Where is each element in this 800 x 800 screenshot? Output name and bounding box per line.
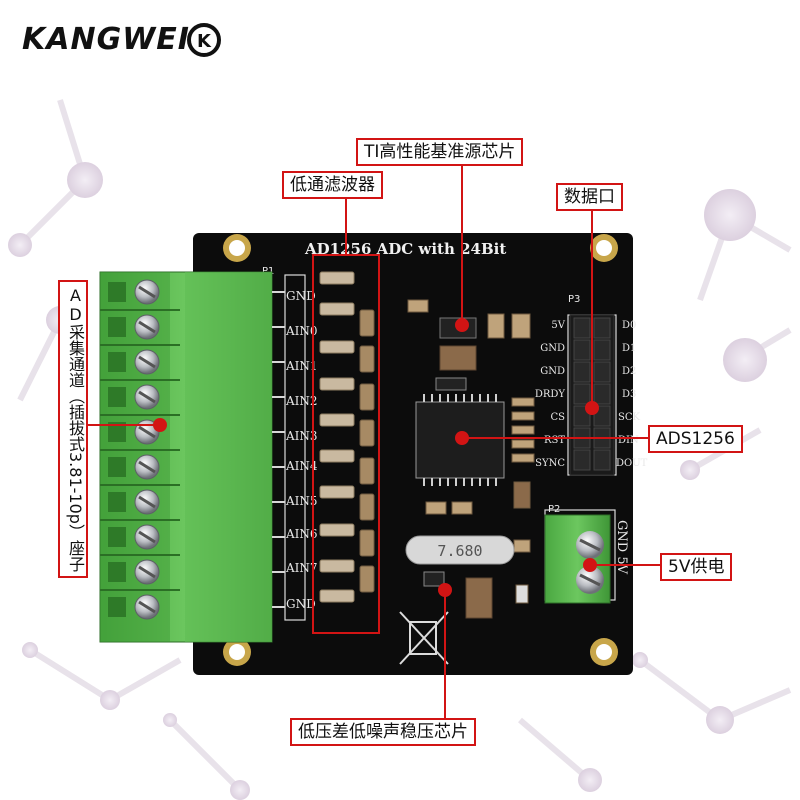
annotation-lines <box>85 163 660 718</box>
header-left-label: GND <box>540 343 565 354</box>
header-left-label: SYNC <box>535 458 565 469</box>
power-terminal: GND 5V <box>544 514 629 604</box>
ic-components: 7.680 <box>399 299 535 665</box>
callout-reference-chip: TI高性能基准源芯片 <box>356 138 524 166</box>
pin-label: AIN4 <box>285 459 318 473</box>
callout-ad-channels-part1: AD采集通道（插拔式 <box>66 286 85 452</box>
pin-label: GND <box>286 289 316 303</box>
pin-label: AIN2 <box>285 394 318 408</box>
header-left-label: GND <box>540 366 565 377</box>
header-left-label: 5V <box>551 320 565 331</box>
pin-label: AIN0 <box>285 324 318 338</box>
pin-labels: GND AIN0 AIN1 AIN2 AIN3 AIN4 AIN5 AIN6 A… <box>285 289 318 611</box>
header-left-label: DRDY <box>535 389 566 400</box>
callout-ad-channels: AD采集通道（插拔式3.81-10p）座子 <box>58 280 88 578</box>
header-left-label: CS <box>550 412 565 423</box>
pin-label: AIN5 <box>285 494 318 508</box>
p2-label: P2 <box>548 504 560 515</box>
pin-label: AIN1 <box>285 359 318 373</box>
header-label: D0 <box>622 320 636 331</box>
pin-label: AIN3 <box>285 429 318 443</box>
filter-components <box>319 271 375 603</box>
header-label: DOUT <box>616 458 648 469</box>
p3-label: P3 <box>568 294 580 305</box>
crystal-marking: 7.680 <box>437 542 482 560</box>
brand-logo: KANGWEI <box>22 22 190 57</box>
header-left-label: RST <box>544 435 565 446</box>
header-labels: D0 D1 D2 D3 SCK DIN DOUT <box>616 320 648 469</box>
power-silk: GND 5V <box>614 520 629 575</box>
pin-label: AIN6 <box>285 527 318 541</box>
header-label: D1 <box>622 343 636 354</box>
board-title: AD1256 ADC with 24Bit <box>304 240 506 258</box>
weee-symbol <box>399 611 449 665</box>
annotation-dots <box>153 318 599 597</box>
pin-label: AIN7 <box>285 561 318 575</box>
callout-ldo: 低压差低噪声稳压芯片 <box>290 718 476 746</box>
background-nodes <box>8 162 767 800</box>
callout-ad-channels-part3: ）座子 <box>66 523 85 572</box>
pcb-board <box>193 233 633 675</box>
header-left-labels: 5V GND GND DRDY CS RST SYNC <box>535 320 566 469</box>
callout-power: 5V供电 <box>660 553 733 581</box>
callout-ads-chip: ADS1256 <box>648 425 743 453</box>
header-label: D3 <box>622 389 636 400</box>
header-label: D2 <box>622 366 636 377</box>
header-label: SCK <box>618 412 641 423</box>
brand-mark-letter: K <box>197 31 212 52</box>
header-label: DIN <box>618 435 639 446</box>
brand-mark-icon: K <box>187 23 221 57</box>
signal-terminal-block <box>99 271 285 643</box>
callout-filter: 低通滤波器 <box>282 171 383 199</box>
pin-label: GND <box>286 597 316 611</box>
callout-ad-channels-part2: 3.81-10p <box>66 452 85 524</box>
callout-data-port: 数据口 <box>556 183 623 211</box>
mounting-holes <box>223 234 618 666</box>
